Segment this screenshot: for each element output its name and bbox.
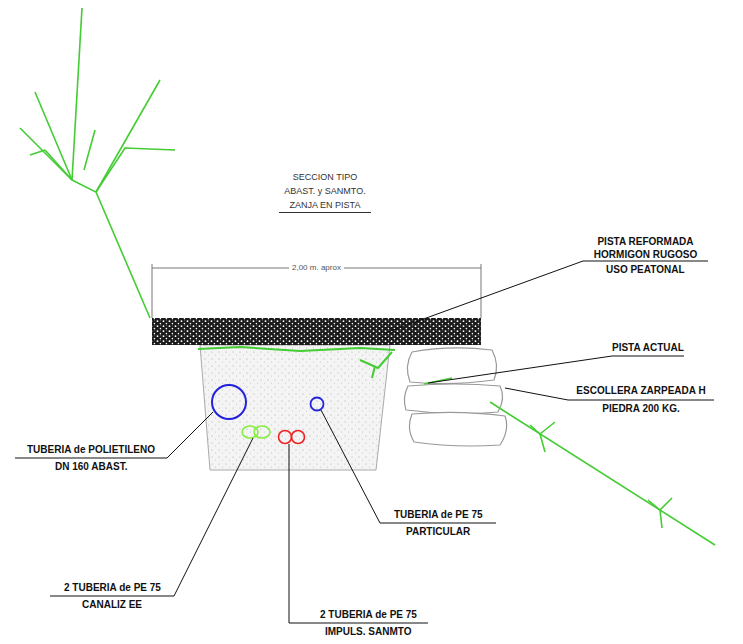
pipe-pe75-sanmto [279,431,292,444]
pipe-pe75-particular [311,398,324,411]
callout-note: CANALIZ EE [82,599,142,611]
callout-label: ESCOLLERA ZARPEADA H PIEDRA 200 KG. [566,382,716,418]
dimension-line [152,264,481,318]
leader-line [15,261,714,623]
callout-label: TUBERIA de POLIETILENO [27,444,155,456]
callout-note: IMPULS. SANMTO [325,626,411,638]
callout-label: PISTA REFORMADA HORMIGON RUGOSO [583,235,708,261]
pipe-pe75-ee [254,426,270,438]
callout-label: 2 TUBERIA de PE 75 [320,609,417,621]
vegetation [490,402,715,545]
callout-note: DN 160 ABAST. [55,461,127,473]
section-title: SECCION TIPO ABAST. y SANMTO. ZANJA EN P… [279,170,371,213]
vegetation [20,8,175,318]
riprap-rocks [404,348,506,446]
callout-note: PARTICULAR [406,526,470,538]
existing-track [198,347,395,378]
pipe-dn160 [212,385,246,419]
trench-fill [200,345,390,470]
callout-label: PISTA ACTUAL [612,342,684,354]
pavement-slab [152,318,481,345]
callout-label: 2 TUBERIA de PE 75 [64,582,161,594]
pipe-pe75-sanmto [292,431,305,444]
dimension-label: 2,00 m. aprox [289,263,344,273]
callout-label: TUBERIA de PE 75 [394,509,483,521]
callout-note: USO PEATONAL [606,264,685,276]
